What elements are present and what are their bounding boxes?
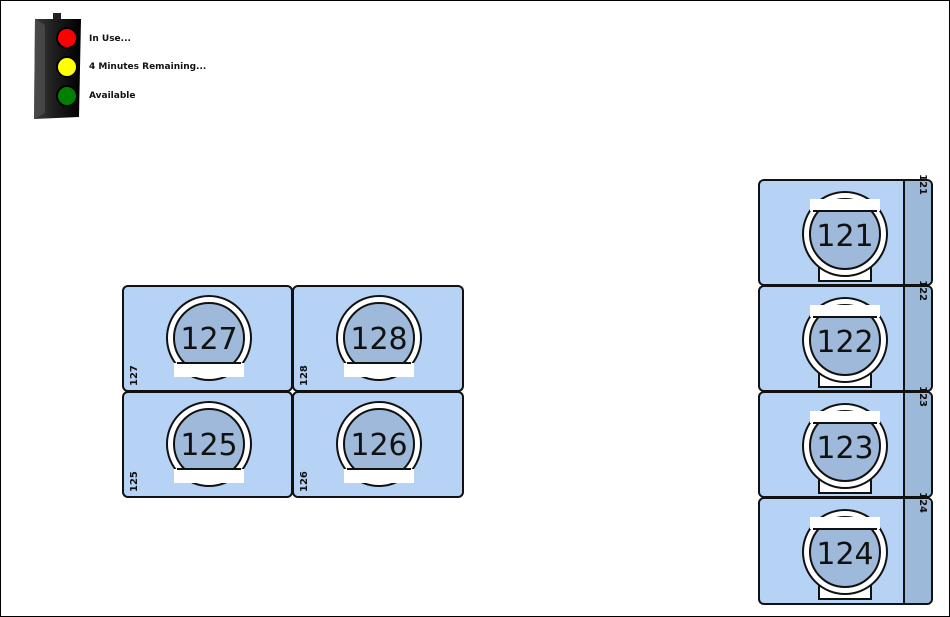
green-light-icon	[56, 85, 78, 107]
station-side-strip	[903, 393, 931, 496]
station-dial-icon: 125	[166, 401, 252, 487]
station-127[interactable]: 127 127	[122, 285, 293, 392]
station-side-strip	[903, 287, 931, 390]
red-light-icon	[56, 27, 78, 49]
station-125[interactable]: 125 125	[122, 391, 293, 498]
station-dial-icon: 126	[336, 401, 422, 487]
station-126[interactable]: 126 126	[292, 391, 464, 498]
station-number: 123	[816, 431, 873, 466]
station-dial-icon: 124	[802, 509, 888, 600]
station-number: 121	[816, 219, 873, 254]
traffic-light-icon	[34, 13, 81, 119]
legend-remaining: 4 Minutes Remaining...	[89, 62, 207, 72]
station-tab-number: 123	[917, 386, 928, 407]
legend-in-use: In Use...	[89, 34, 131, 44]
station-tab-number: 125	[129, 471, 140, 492]
station-tab-number: 122	[917, 280, 928, 301]
station-number: 125	[180, 428, 237, 463]
station-side-strip	[903, 499, 931, 603]
station-tab-number: 126	[299, 471, 310, 492]
station-122[interactable]: 122 122	[758, 280, 933, 392]
station-number: 124	[816, 537, 873, 572]
station-number: 126	[350, 428, 407, 463]
legend-available: Available	[89, 91, 136, 101]
station-128[interactable]: 128 128	[292, 285, 464, 392]
station-tab-number: 127	[129, 365, 140, 386]
station-tab-number: 121	[917, 174, 928, 195]
station-number: 128	[350, 322, 407, 357]
station-number: 127	[180, 322, 237, 357]
station-dial-icon: 122	[802, 297, 888, 388]
station-tab-number: 124	[917, 492, 928, 513]
station-dial-icon: 123	[802, 403, 888, 494]
yellow-light-icon	[56, 56, 78, 78]
station-tab-number: 128	[299, 365, 310, 386]
station-121[interactable]: 121 121	[758, 174, 933, 286]
status-legend: In Use... 4 Minutes Remaining... Availab…	[31, 13, 231, 123]
station-dial-icon: 121	[802, 191, 888, 282]
station-number: 122	[816, 325, 873, 360]
station-123[interactable]: 123 123	[758, 386, 933, 498]
station-124[interactable]: 124 124	[758, 492, 933, 605]
station-side-strip	[903, 181, 931, 284]
station-dial-icon: 127	[166, 295, 252, 381]
station-dial-icon: 128	[336, 295, 422, 381]
